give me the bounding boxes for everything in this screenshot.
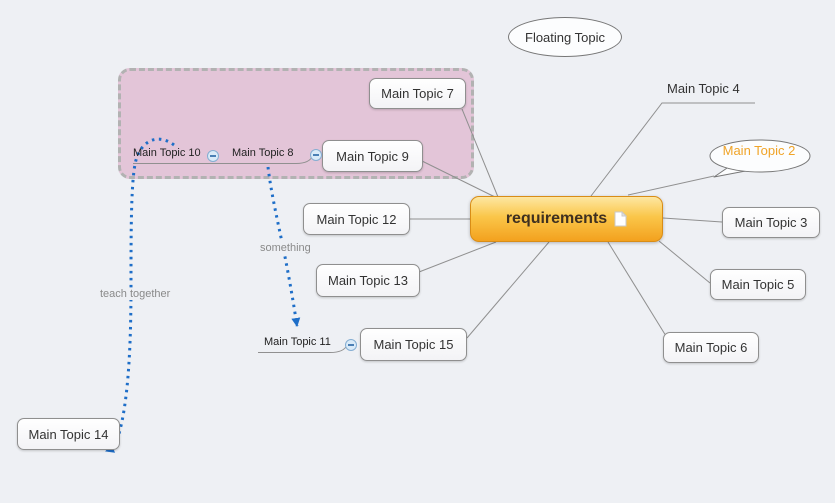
minus-icon — [210, 155, 216, 157]
main-topic-10[interactable]: Main Topic 10 — [133, 147, 201, 159]
minus-icon — [348, 344, 354, 346]
central-topic-label: requirements — [505, 210, 608, 227]
main-topic-12[interactable]: Main Topic 12 — [303, 203, 410, 235]
central-topic[interactable]: requirements — [470, 196, 663, 242]
main-topic-15[interactable]: Main Topic 15 — [360, 328, 467, 361]
main-topic-8[interactable]: Main Topic 8 — [232, 147, 294, 159]
main-topic-3[interactable]: Main Topic 3 — [722, 207, 820, 238]
floating-topic[interactable]: Floating Topic — [508, 17, 622, 57]
main-topic-4[interactable]: Main Topic 4 — [667, 81, 740, 96]
relationship-label-teach-together[interactable]: teach together — [97, 288, 174, 300]
collapse-button-topic8[interactable] — [207, 150, 219, 162]
main-topic-9[interactable]: Main Topic 9 — [322, 140, 423, 172]
main-topic-6[interactable]: Main Topic 6 — [663, 332, 759, 363]
collapse-button-topic9[interactable] — [310, 149, 322, 161]
main-topic-13[interactable]: Main Topic 13 — [316, 264, 420, 297]
main-topic-7[interactable]: Main Topic 7 — [369, 78, 466, 109]
minus-icon — [313, 154, 319, 156]
main-topic-2-label: Main Topic 2 — [722, 143, 796, 158]
main-topic-11[interactable]: Main Topic 11 — [264, 336, 331, 348]
main-topic-14[interactable]: Main Topic 14 — [17, 418, 120, 450]
relationship-label-something[interactable]: something — [257, 242, 314, 254]
main-topic-2[interactable]: Main Topic 2 — [706, 139, 812, 179]
main-topic-5[interactable]: Main Topic 5 — [710, 269, 806, 300]
collapse-button-topic15[interactable] — [345, 339, 357, 351]
notes-icon[interactable] — [614, 211, 628, 227]
